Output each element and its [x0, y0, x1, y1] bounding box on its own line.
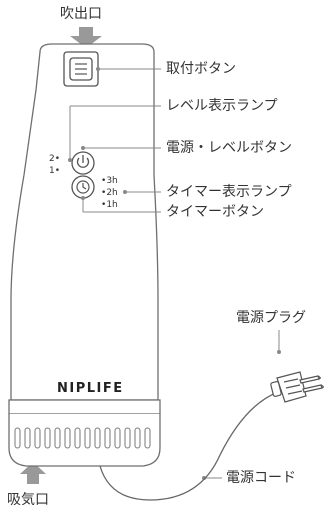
callout-lines	[69, 68, 280, 479]
timer-indicator-1h: •1h	[101, 200, 118, 210]
level-indicator-1: 1•	[49, 166, 61, 176]
device-base	[8, 399, 161, 467]
arrow-up-icon	[20, 462, 46, 484]
power-icon	[71, 151, 95, 175]
power-cord	[99, 391, 279, 501]
callout-plug: 電源プラグ	[236, 310, 306, 326]
plug-graphic	[270, 371, 324, 403]
callout-mount-button: 取付ボタン	[166, 61, 236, 77]
brand-logo: NIPLIFE	[57, 381, 124, 396]
callout-timer-lamp: タイマー表示ランプ	[166, 184, 292, 200]
mount-button-graphic	[63, 51, 99, 87]
level-indicator-2: 2•	[49, 154, 61, 164]
callout-cord: 電源コード	[226, 470, 296, 486]
callout-level-lamp: レベル表示ランプ	[166, 98, 278, 114]
timer-indicator-3h: •3h	[101, 176, 118, 186]
callout-timer-button: タイマーボタン	[166, 204, 264, 220]
clock-icon	[71, 175, 95, 199]
outflow-label: 吹出口	[60, 6, 102, 22]
arrow-down-icon	[70, 27, 102, 48]
callout-power-button: 電源・レベルボタン	[166, 140, 292, 156]
device-body	[10, 43, 159, 401]
inflow-label: 吸気口	[7, 492, 49, 508]
timer-indicator-2h: •2h	[101, 188, 118, 198]
